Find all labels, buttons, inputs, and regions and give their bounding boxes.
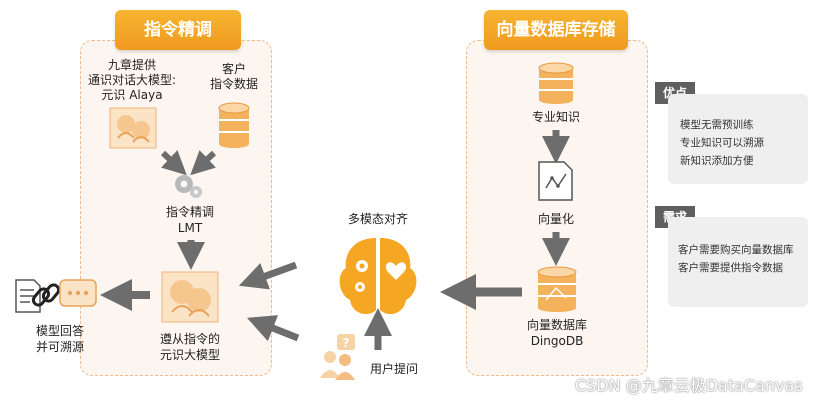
chat-bubble-icon xyxy=(59,279,97,307)
answer-label-1: 模型回答 xyxy=(35,324,84,338)
arrow-alignment-to-result-1 xyxy=(238,261,298,290)
arrow-model-to-tuning xyxy=(160,150,187,176)
vectorize-label: 向量化 xyxy=(537,212,574,226)
pros-item: 新知识添加方便 xyxy=(680,155,754,167)
customer-data-label-2: 指令数据 xyxy=(209,77,258,91)
gears-icon xyxy=(175,175,202,198)
alignment-label: 多模态对齐 xyxy=(347,212,408,226)
svg-text:?: ? xyxy=(343,336,350,350)
vectorize-document-icon xyxy=(538,161,573,201)
user-question-label: 用户提问 xyxy=(369,362,418,376)
vector-database-icon xyxy=(537,266,577,312)
pros-card: 模型无需预训练 专业知识可以溯源 新知识添加方便 xyxy=(668,94,808,184)
pros-item: 模型无需预训练 xyxy=(680,119,754,131)
pros-item: 专业知识可以溯源 xyxy=(680,137,764,149)
tuned-brain-model-icon xyxy=(161,271,219,323)
customer-data-label-1: 客户 xyxy=(221,62,246,76)
needs-item: 客户需要提供指令数据 xyxy=(678,262,783,274)
arrow-alignment-to-result-2 xyxy=(246,315,300,342)
needs-card: 客户需要购买向量数据库 客户需要提供指令数据 xyxy=(668,217,808,307)
vectordb-label-1: 向量数据库 xyxy=(526,318,587,332)
instruction-tuning-title: 指令精调 xyxy=(115,10,241,50)
result-model-label-2: 元识大模型 xyxy=(159,348,220,362)
multimodal-brain-icon xyxy=(339,238,417,315)
knowledge-database-icon xyxy=(538,62,574,104)
customer-database-icon xyxy=(218,102,250,148)
knowledge-label: 专业知识 xyxy=(531,110,580,124)
vector-db-title: 向量数据库存储 xyxy=(484,10,628,50)
base-model-label-2: 通识对话大模型: xyxy=(87,73,177,87)
answer-label-2: 并可溯源 xyxy=(35,340,84,354)
vectordb-label-2: DingoDB xyxy=(530,334,584,348)
tuning-label-1: 指令精调 xyxy=(165,205,214,219)
result-model-label-1: 遵从指令的 xyxy=(159,332,220,346)
base-model-label-1: 九章提供 xyxy=(107,58,156,72)
watermark: CSDN @九章云极DataCanvas xyxy=(575,376,803,395)
base-model-label-3: 元识 Alaya xyxy=(101,88,163,102)
users-question-icon: ? xyxy=(320,334,355,380)
needs-item: 客户需要购买向量数据库 xyxy=(678,244,794,256)
arrow-data-to-tuning xyxy=(190,150,217,176)
link-icon xyxy=(31,283,61,307)
tuning-label-2: LMT xyxy=(177,221,203,235)
brain-model-icon xyxy=(109,107,157,149)
